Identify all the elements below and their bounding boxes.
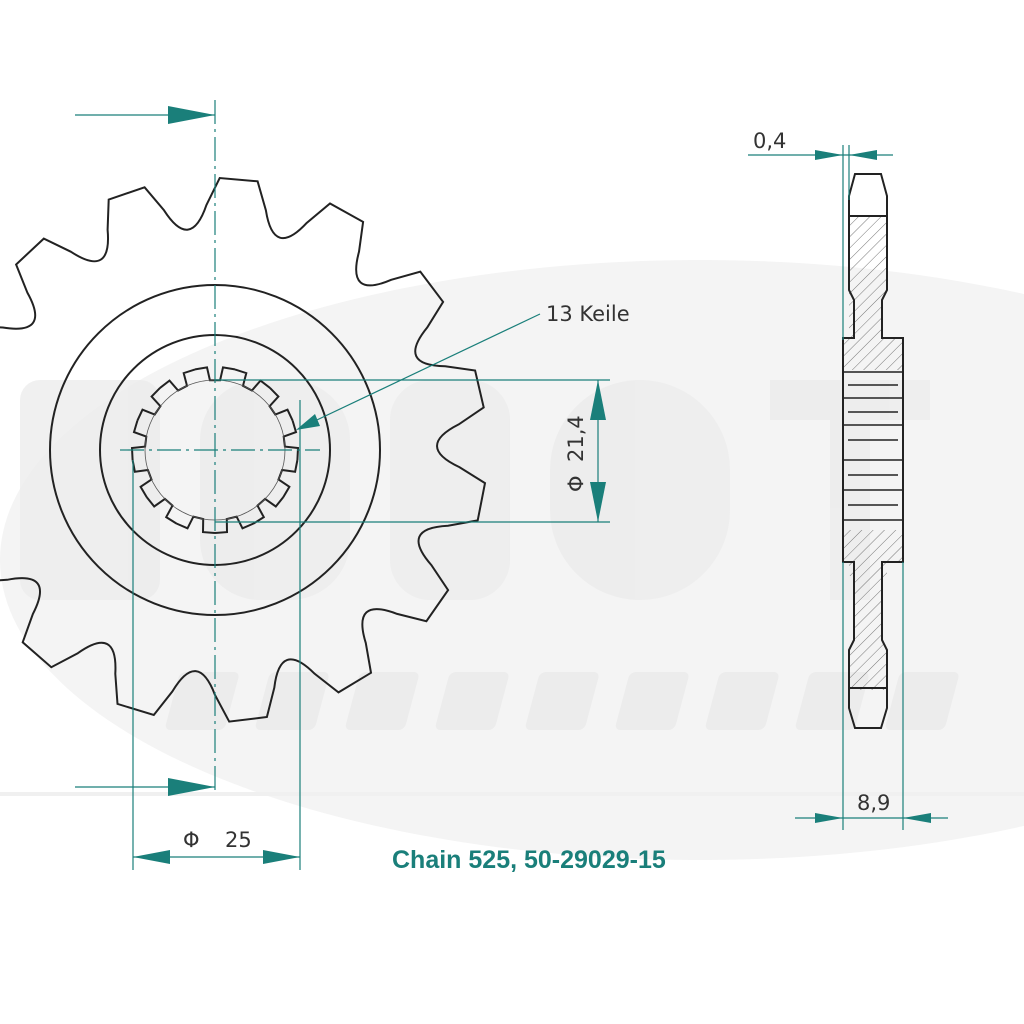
arrow-icon xyxy=(263,850,300,864)
arrow-icon xyxy=(815,150,843,160)
width-label: 8,9 xyxy=(857,791,890,815)
bore-diameter-symbol: Φ xyxy=(183,828,200,852)
spline-diameter-value: 21,4 xyxy=(564,415,588,462)
arrow-icon xyxy=(590,482,606,522)
arrow-icon xyxy=(849,150,877,160)
arrow-icon xyxy=(903,813,931,823)
spline-diameter-symbol: Φ xyxy=(564,475,588,492)
side-section-view xyxy=(842,173,904,729)
arrow-icon xyxy=(296,414,320,430)
arrow-icon xyxy=(168,778,215,796)
arrow-icon xyxy=(815,813,843,823)
part-caption: Chain 525, 50-29029-15 xyxy=(392,846,666,874)
splines-label: 13 Keile xyxy=(546,302,630,326)
bore-diameter-value: 25 xyxy=(225,828,252,852)
splines-leader xyxy=(299,313,541,429)
arrow-icon xyxy=(168,106,215,124)
arrow-icon xyxy=(133,850,170,864)
offset-label: 0,4 xyxy=(753,129,786,153)
sprocket-outline xyxy=(0,176,487,723)
arrow-icon xyxy=(590,380,606,420)
